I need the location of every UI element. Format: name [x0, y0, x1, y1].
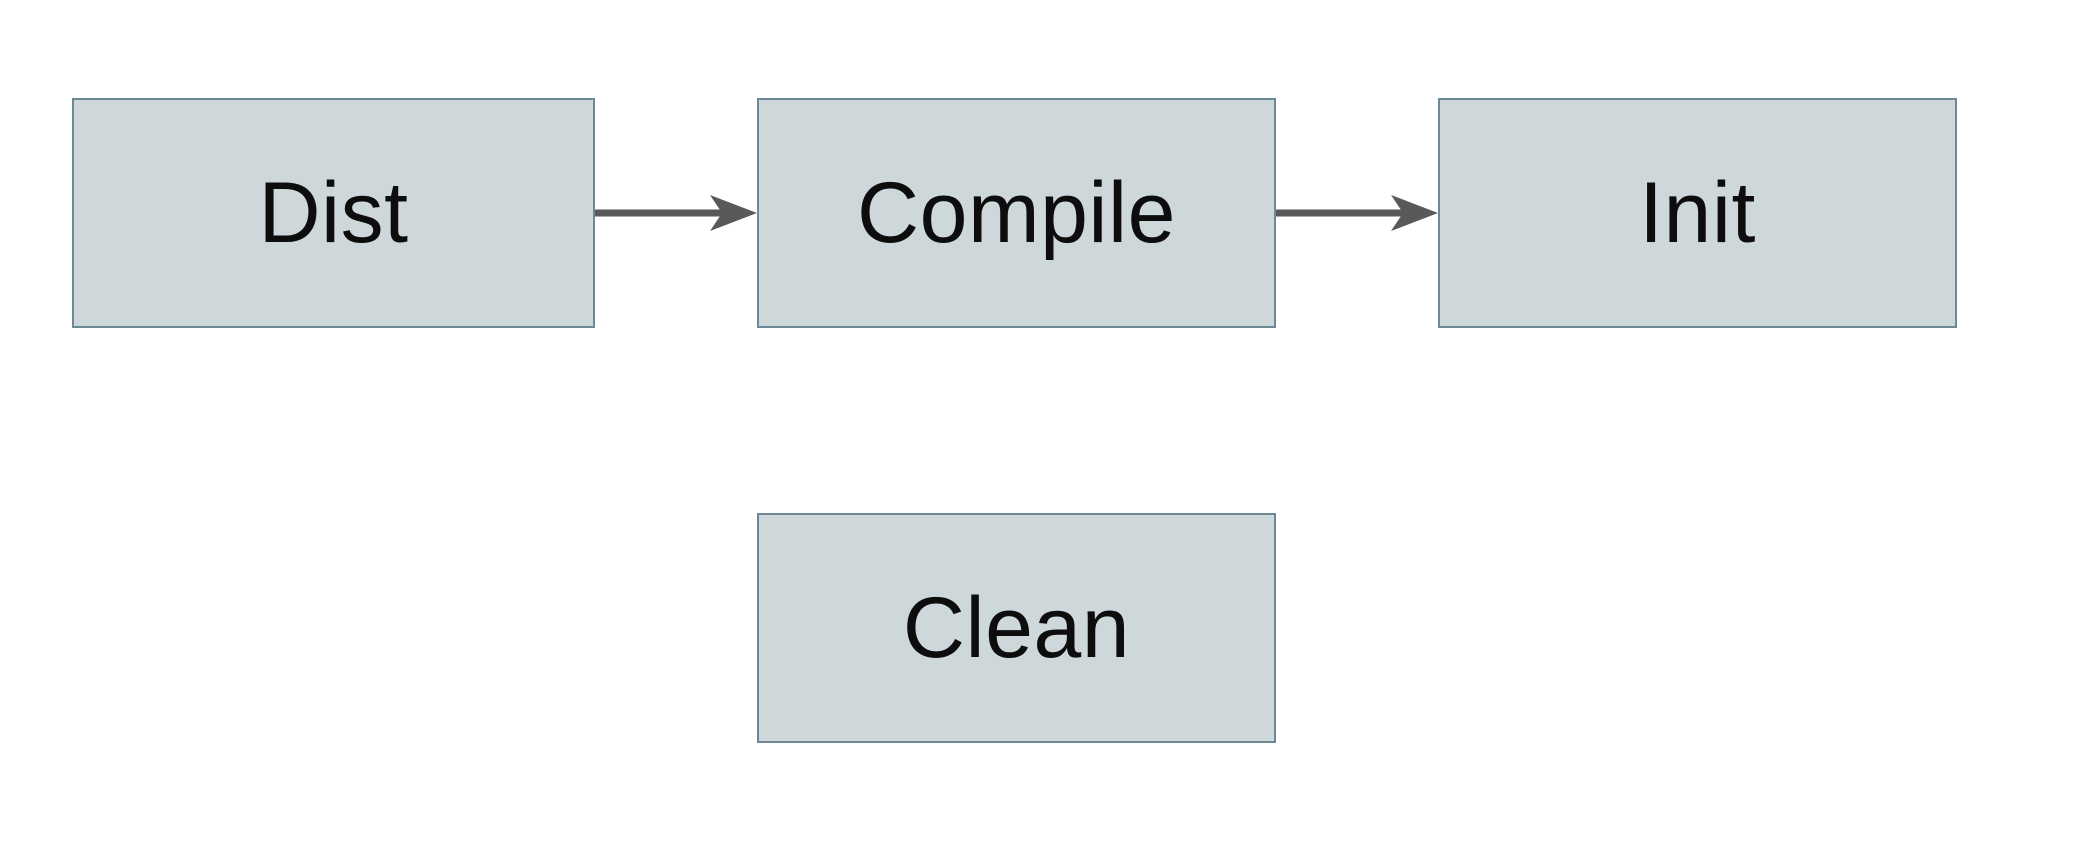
flowchart-node-clean: Clean — [757, 513, 1276, 743]
arrow-compile-to-init-icon — [1276, 195, 1438, 231]
arrow-dist-to-compile-icon — [595, 195, 757, 231]
flowchart-node-compile: Compile — [757, 98, 1276, 328]
node-label-init: Init — [1639, 165, 1756, 261]
node-label-clean: Clean — [902, 580, 1131, 676]
node-label-compile: Compile — [857, 165, 1176, 261]
flowchart-node-init: Init — [1438, 98, 1957, 328]
node-label-dist: Dist — [258, 165, 409, 261]
flowchart-node-dist: Dist — [72, 98, 595, 328]
